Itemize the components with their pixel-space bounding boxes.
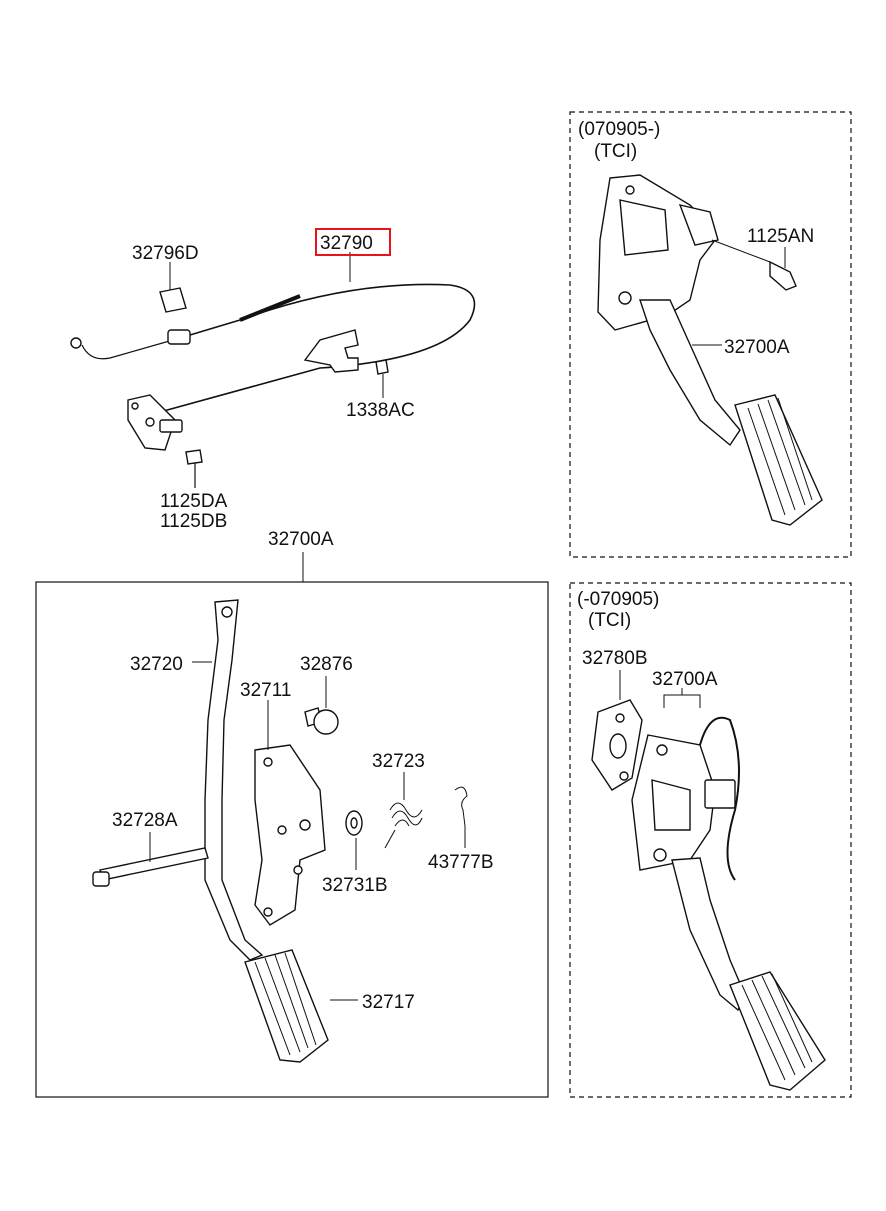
assembly-box [35,581,549,1098]
label-1125AN[interactable]: 1125AN [747,226,814,247]
label-32728A[interactable]: 32728A [112,810,178,831]
label-tci-old-32700A[interactable]: 32700A [652,669,718,690]
label-32717[interactable]: 32717 [362,992,415,1013]
label-tci-new-32700A[interactable]: 32700A [724,337,790,358]
tci-new-box [569,111,852,558]
label-32780B[interactable]: 32780B [582,648,648,669]
label-32700A-main[interactable]: 32700A [268,529,334,550]
pedal-assembly [92,599,468,1063]
label-32711[interactable]: 32711 [240,680,291,701]
label-32876[interactable]: 32876 [300,654,353,675]
label-32720[interactable]: 32720 [130,654,183,675]
highlight-box [315,228,391,256]
tci-old-pedal [591,670,826,1091]
label-32723[interactable]: 32723 [372,751,425,772]
label-tci-old-range: (-070905) [577,589,659,610]
label-32790[interactable]: 32790 [320,233,373,254]
label-tci-new-range: (070905-) [578,119,660,140]
label-32731B[interactable]: 32731B [322,875,388,896]
spring-icon [384,802,423,849]
label-1125DB[interactable]: 1125DB [160,511,227,532]
label-32796D[interactable]: 32796D [132,243,199,264]
tci-new-pedal [597,174,823,526]
label-1125DA[interactable]: 1125DA [160,491,228,512]
label-1338AC[interactable]: 1338AC [346,400,415,421]
tci-old-box [569,582,852,1098]
label-tci-old-tag: (TCI) [588,610,631,631]
cable-assembly [70,252,476,488]
label-43777B[interactable]: 43777B [428,852,494,873]
label-tci-new-tag: (TCI) [594,141,637,162]
